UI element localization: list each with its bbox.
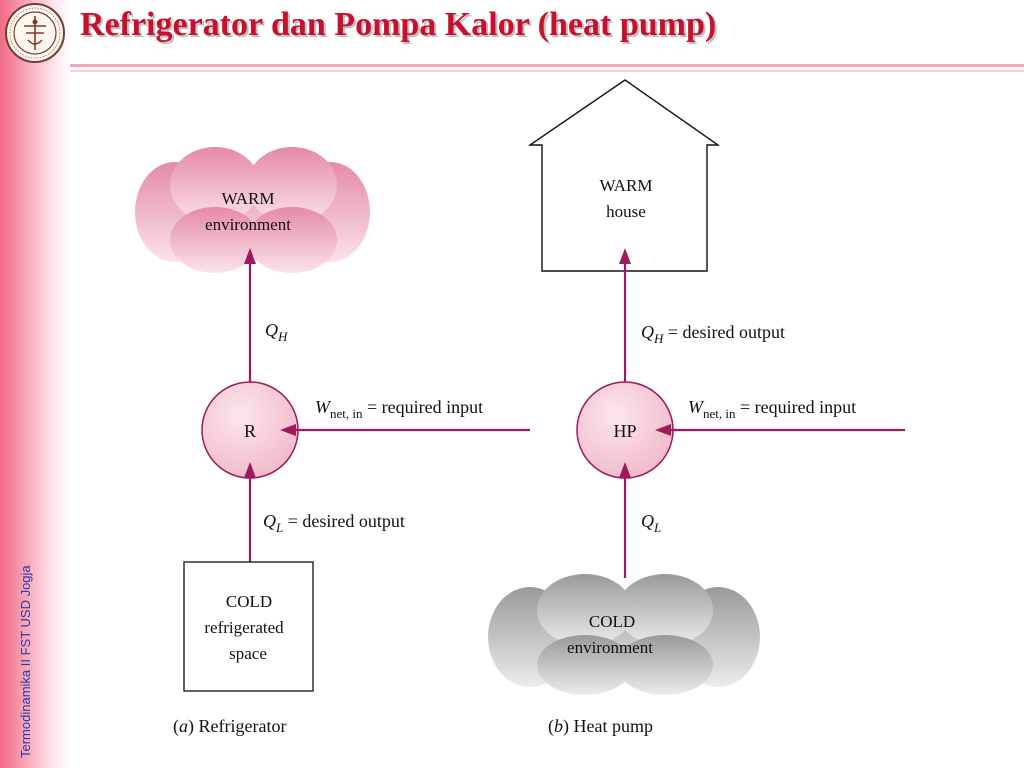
w-net-in-arrow-heat-pump — [655, 424, 905, 436]
page-title: Refrigerator dan Pompa Kalor (heat pump) — [80, 6, 717, 43]
w-net-in-arrow-refrigerator — [280, 424, 530, 436]
heat-pump-device-label: HP — [613, 421, 636, 441]
qh-label-refrigerator: QH — [265, 320, 288, 344]
qh-label-heat-pump: QH = desired output — [641, 322, 785, 346]
w-net-in-label-heat-pump: Wnet, in = required input — [688, 397, 856, 421]
qh-arrow-heat-pump — [619, 248, 631, 382]
warm-house-label-line2: house — [606, 202, 646, 221]
warm-environment-label-line1: WARM — [222, 189, 275, 208]
ql-arrow-refrigerator — [244, 462, 256, 562]
cold-environment-label-line2: environment — [567, 638, 653, 657]
cold-space-label-line3: space — [229, 644, 267, 663]
caption-refrigerator: (a) Refrigerator — [173, 716, 286, 737]
qh-arrow-refrigerator — [244, 248, 256, 382]
title-divider — [70, 64, 1024, 67]
warm-environment-label-line2: environment — [205, 215, 291, 234]
ql-label-heat-pump: QL — [641, 511, 661, 535]
cold-space-label-line2: refrigerated — [204, 618, 284, 637]
cold-space-label-line1: COLD — [226, 592, 272, 611]
warm-environment-cloud: WARM environment — [135, 147, 370, 273]
ql-label-refrigerator: QL = desired output — [263, 511, 405, 535]
cold-environment-label-line1: COLD — [589, 612, 635, 631]
refrigerator-device-label: R — [244, 421, 256, 441]
caption-heat-pump: (b) Heat pump — [548, 716, 653, 737]
cold-refrigerated-space-box — [183, 561, 314, 692]
cold-environment-cloud: COLD environment — [488, 574, 760, 695]
sidebar: Termodinamika II FST USD Jogja — [0, 0, 70, 768]
title-divider-secondary — [70, 70, 1024, 72]
w-net-in-label-refrigerator: Wnet, in = required input — [315, 397, 483, 421]
warm-house-label-line1: WARM — [600, 176, 653, 195]
university-seal-logo — [5, 3, 65, 63]
ql-arrow-heat-pump — [619, 462, 631, 578]
